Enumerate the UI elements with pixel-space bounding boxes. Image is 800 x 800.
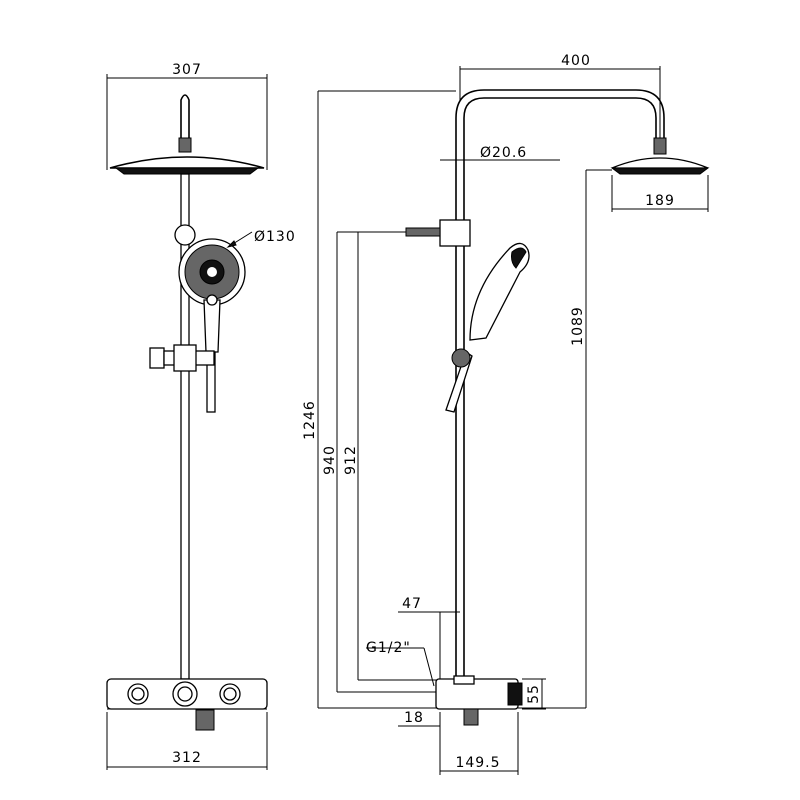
bracket-height-dimensions: 940 912 — [322, 231, 440, 693]
side-control-knob — [507, 682, 523, 706]
inlet-offset-dimension: 47 — [398, 596, 460, 680]
pipe-diameter-dimension: Ø20.6 — [440, 145, 560, 161]
arm-reach-dimension: 400 — [459, 53, 661, 145]
front-view: 307 Ø130 — [106, 62, 296, 770]
shelf-width-dimension: 312 — [106, 712, 268, 770]
inlet-depth-dimension: 18 — [398, 710, 441, 730]
front-hand-shower — [178, 238, 246, 353]
wall-to-centre-dimension: 149.5 — [439, 712, 519, 775]
head-width-dimension: 307 — [106, 62, 268, 170]
inlet-thread-label: G1/2" — [366, 640, 411, 656]
inlet-depth-label: 18 — [404, 710, 424, 726]
arm-reach-label: 400 — [561, 53, 591, 69]
head-diameter-dimension: 189 — [611, 175, 709, 212]
side-inlet-spout — [463, 708, 479, 726]
head-height-dimension: 1089 — [518, 169, 612, 709]
handshower-diameter-label: Ø130 — [254, 229, 296, 245]
bracket-height-b-label: 912 — [343, 445, 359, 475]
bracket-height-a-label: 940 — [322, 445, 338, 475]
side-arm-connector — [653, 137, 667, 155]
side-thermostat-valve — [435, 675, 523, 726]
side-hand-shower — [445, 242, 530, 413]
total-height-label: 1246 — [302, 400, 318, 440]
total-height-dimension: 1246 — [302, 90, 456, 709]
valve-height-dimension: 55 — [522, 678, 546, 710]
side-view: 400 Ø20.6 189 — [302, 53, 710, 775]
valve-height-label: 55 — [526, 684, 542, 704]
front-inlet-spout — [195, 709, 215, 731]
front-shower-arm — [180, 94, 190, 138]
head-width-label: 307 — [172, 62, 202, 78]
inlet-thread-callout: G1/2" — [366, 640, 435, 687]
front-thermostat-shelf — [106, 678, 268, 731]
shelf-width-label: 312 — [172, 750, 202, 766]
front-rain-head — [109, 156, 265, 175]
wall-to-centre-label: 149.5 — [455, 755, 500, 771]
side-upper-bracket — [405, 219, 471, 247]
front-upper-bracket — [174, 224, 196, 246]
side-riser-and-arm — [455, 89, 665, 680]
handshower-diameter-dimension: Ø130 — [226, 229, 296, 248]
front-arm-connector — [178, 137, 192, 153]
inlet-offset-label: 47 — [402, 596, 422, 612]
head-diameter-label: 189 — [645, 193, 675, 209]
front-slider-holder — [149, 344, 215, 372]
head-height-label: 1089 — [570, 306, 586, 346]
pipe-diameter-label: Ø20.6 — [480, 145, 527, 161]
side-rain-head — [610, 157, 710, 175]
